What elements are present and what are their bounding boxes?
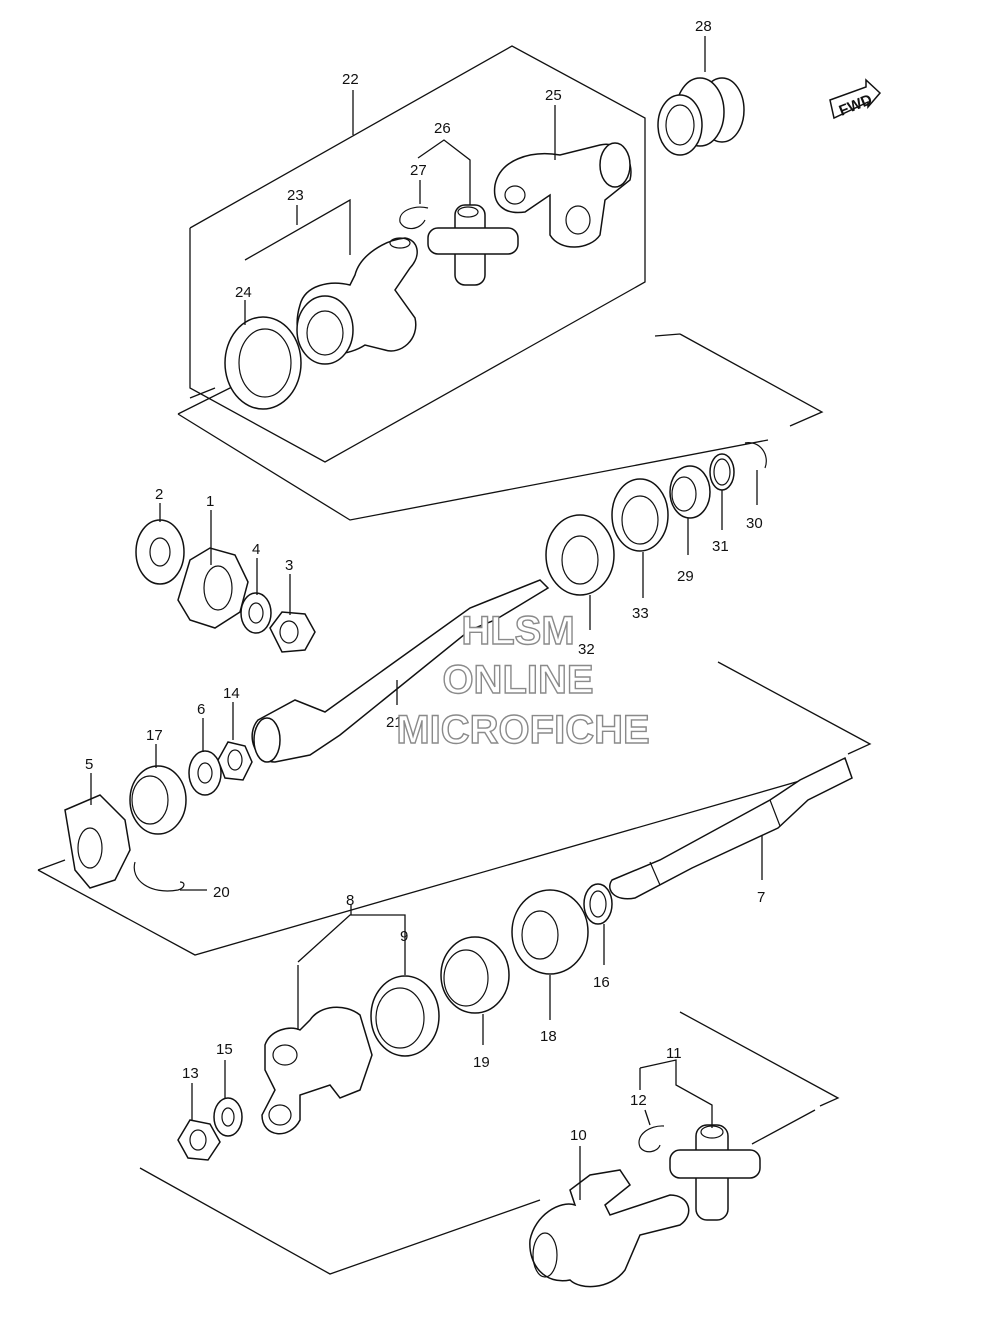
label-1: 1: [206, 493, 214, 510]
label-20: 20: [213, 884, 230, 901]
part-32-bearing: [545, 514, 615, 596]
label-16: 16: [593, 974, 610, 991]
watermark-line-2: ONLINE: [442, 658, 593, 702]
part-5-gear: [64, 794, 131, 889]
part-25-yoke: [493, 142, 632, 248]
part-7-driveshaft: [609, 756, 853, 900]
label-27: 27: [410, 162, 427, 179]
label-28: 28: [695, 18, 712, 35]
label-14: 14: [223, 685, 240, 702]
label-17: 17: [146, 727, 163, 744]
label-30: 30: [746, 515, 763, 532]
part-13-nut: [177, 1119, 221, 1161]
label-32: 32: [578, 641, 595, 658]
part-28-boot: [657, 77, 745, 156]
label-21: 21: [386, 714, 403, 731]
label-10: 10: [570, 1127, 587, 1144]
label-6: 6: [197, 701, 205, 718]
fwd-arrow-icon: FWD: [829, 78, 882, 120]
part-6-washer: [188, 750, 222, 796]
label-3: 3: [285, 557, 293, 574]
part-4-washer: [240, 592, 272, 634]
part-1-pinion-gear: [177, 547, 249, 629]
middle-frame: [37, 661, 872, 956]
upper-assembly-frame: [189, 45, 646, 463]
part-26-cross: [427, 204, 519, 286]
label-5: 5: [85, 756, 93, 773]
label-29: 29: [677, 568, 694, 585]
part-20-circlip: [133, 861, 185, 892]
part-19-race: [440, 936, 510, 1014]
part-12-clip: [638, 1125, 665, 1153]
lower-frame: [139, 1011, 840, 1275]
label-11: 11: [666, 1045, 682, 1062]
part-30-circlip: [744, 442, 767, 469]
part-14-nut: [217, 741, 253, 781]
label-33: 33: [632, 605, 649, 622]
label-8: 8: [346, 892, 354, 909]
label-25: 25: [545, 87, 562, 104]
label-15: 15: [216, 1041, 233, 1058]
watermark-line-1: HLSM: [461, 609, 574, 653]
part-29-collar: [669, 465, 711, 519]
part-10-yoke: [529, 1169, 690, 1288]
label-19: 19: [473, 1054, 490, 1071]
upper-shaft-frame: [177, 333, 824, 521]
part-8-yoke: [261, 1006, 373, 1135]
label-9: 9: [400, 928, 408, 945]
leader-lines: [90, 36, 763, 1200]
label-23: 23: [287, 187, 304, 204]
part-16-ring: [583, 883, 613, 925]
part-2-shim: [135, 519, 185, 585]
part-24-seal: [224, 316, 302, 410]
label-24: 24: [235, 284, 252, 301]
label-4: 4: [252, 541, 260, 558]
part-15-washer: [213, 1097, 243, 1137]
label-26: 26: [434, 120, 451, 137]
part-3-nut: [269, 611, 316, 653]
label-12: 12: [630, 1092, 647, 1109]
part-11-cross: [669, 1124, 761, 1221]
label-22: 22: [342, 71, 359, 88]
watermark-line-3: MICROFICHE: [396, 708, 649, 752]
label-7: 7: [757, 889, 765, 906]
part-labels: 22 28 25 26 27 23 24 30 31 29 33 32 21 2…: [85, 18, 765, 1144]
part-23-yoke: [296, 237, 418, 365]
part-33-race: [611, 478, 669, 552]
label-18: 18: [540, 1028, 557, 1045]
part-18-bearing: [511, 889, 589, 975]
label-13: 13: [182, 1065, 199, 1082]
part-21-shaft: [251, 579, 550, 763]
part-31-ring: [709, 453, 735, 491]
label-2: 2: [155, 486, 163, 503]
part-27-clip: [399, 206, 429, 230]
part-17-bearing: [129, 765, 187, 835]
watermark: HLSM ONLINE MICROFICHE: [396, 608, 651, 752]
part-9-seal: [370, 975, 440, 1057]
label-31: 31: [712, 538, 729, 555]
